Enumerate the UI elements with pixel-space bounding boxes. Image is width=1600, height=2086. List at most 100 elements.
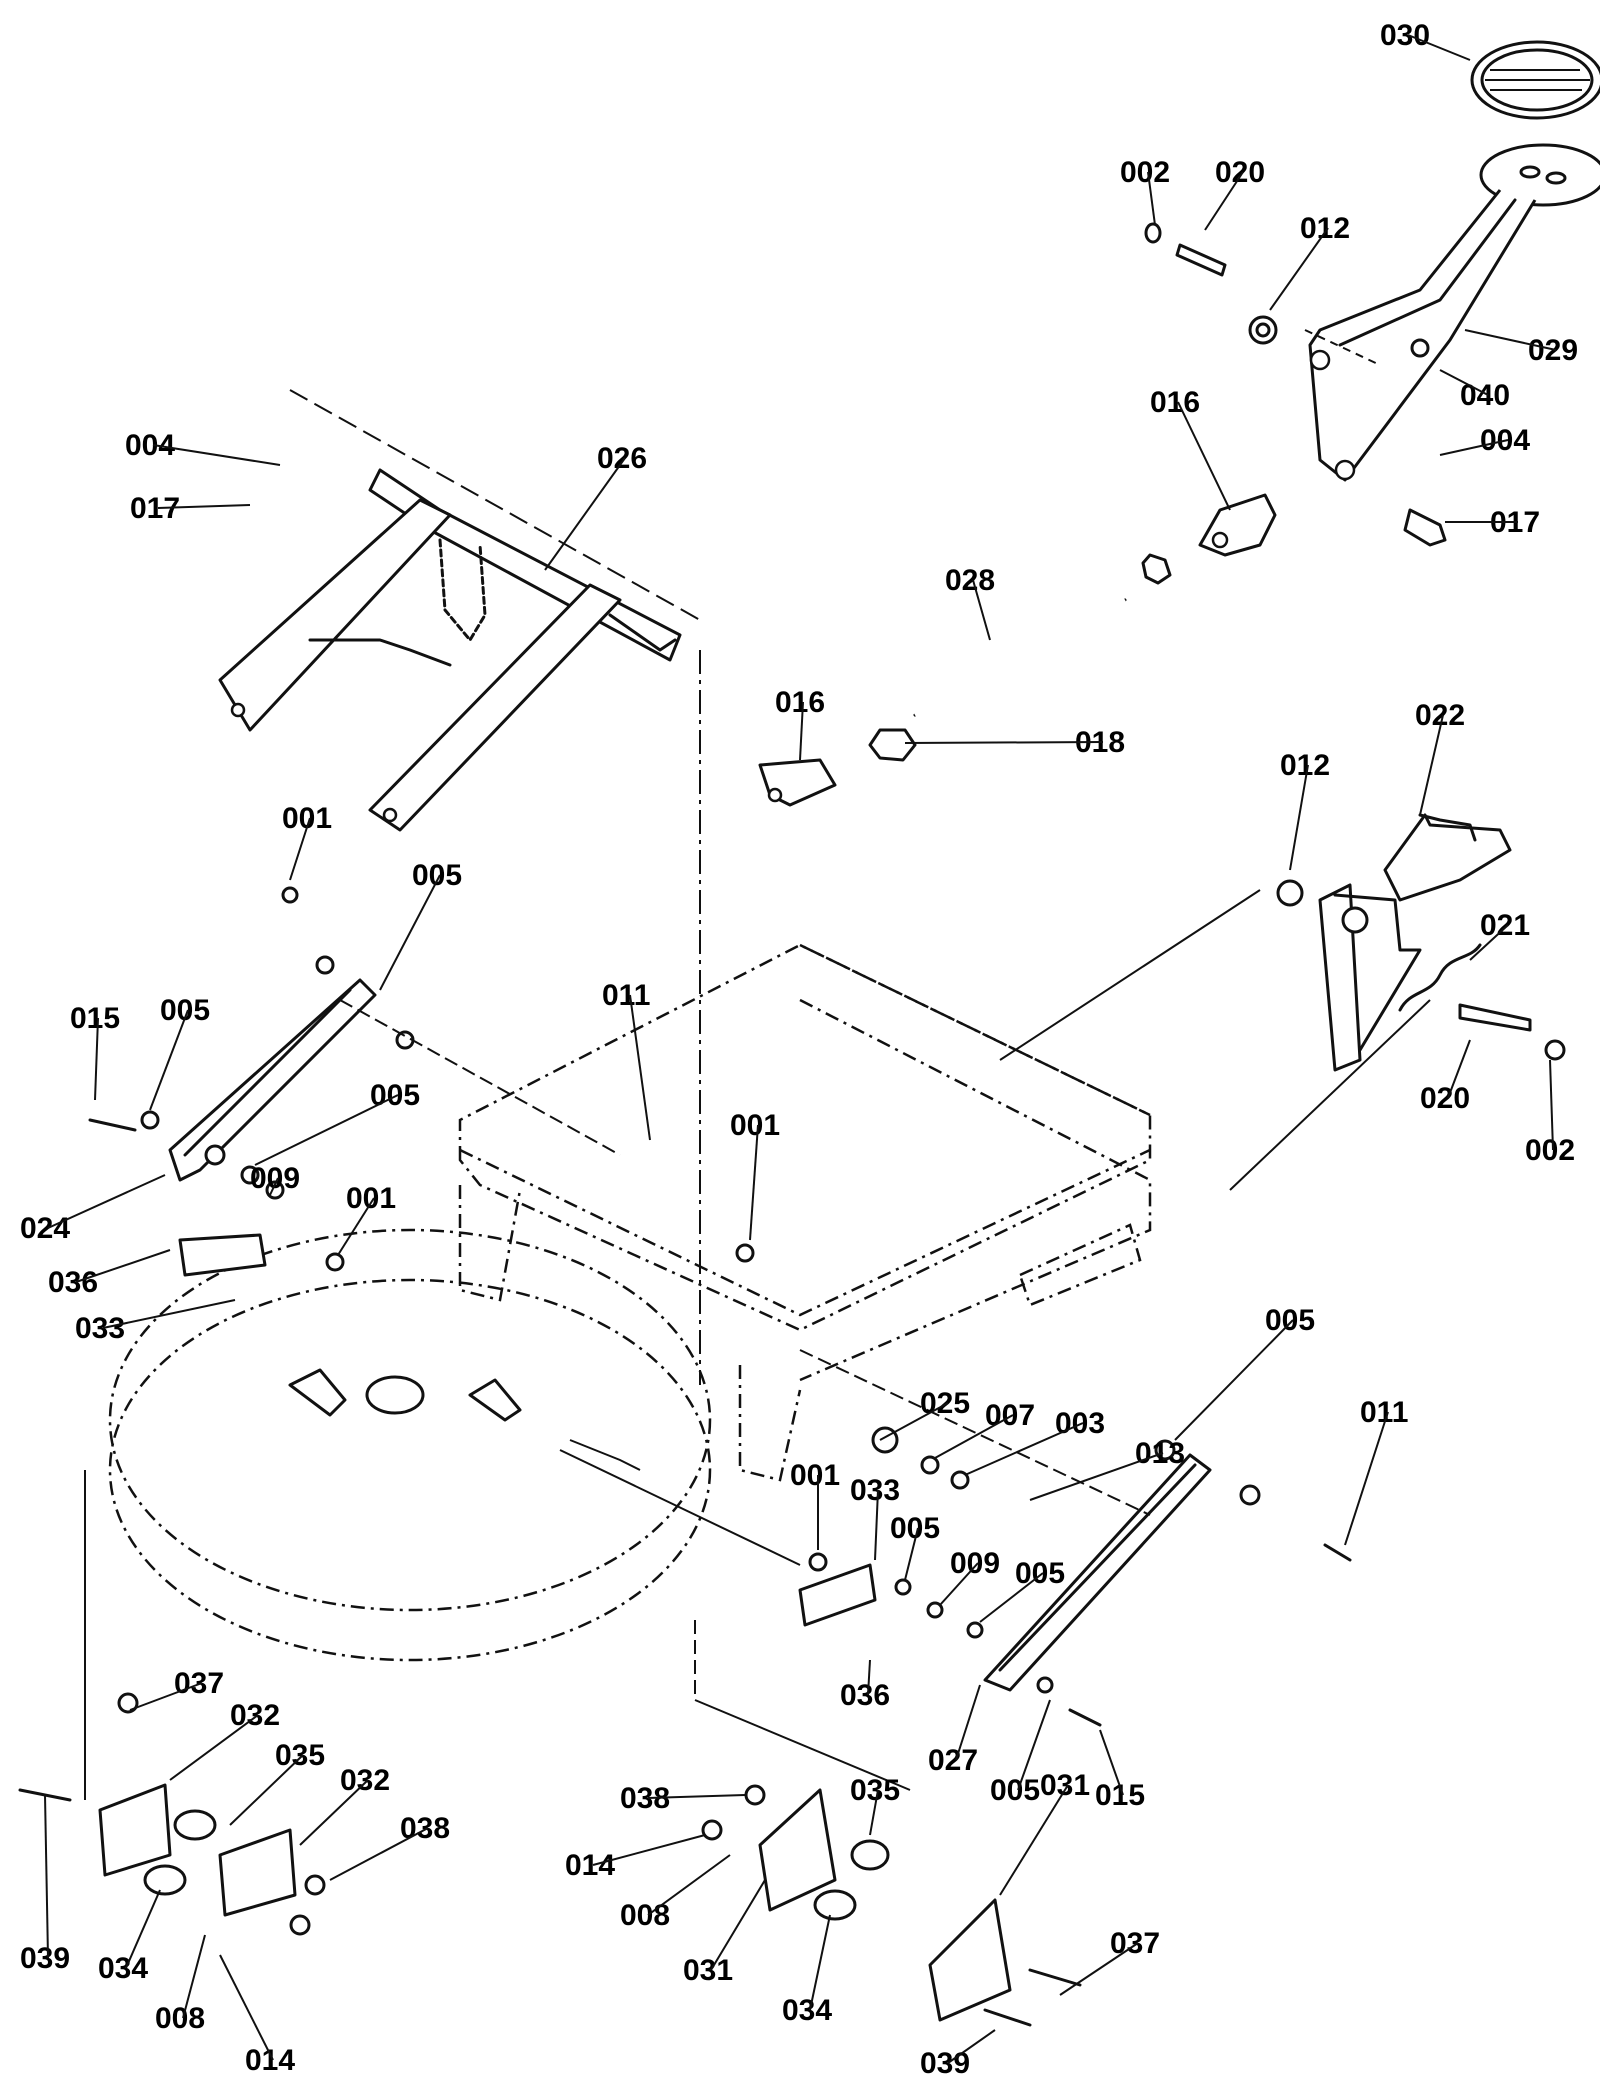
callout-leader bbox=[939, 1562, 979, 1606]
gauge-bracket-left bbox=[18, 1783, 297, 1917]
callout-027: 027 bbox=[928, 1744, 978, 1777]
gauge-bracket-right bbox=[758, 1788, 1082, 2027]
lift-link-left bbox=[168, 978, 377, 1182]
callout-leader bbox=[94, 1017, 99, 1101]
callout-031: 031 bbox=[1040, 1769, 1090, 1802]
callout-002: 002 bbox=[1120, 156, 1170, 189]
callout-leader bbox=[799, 701, 804, 761]
callout-leader bbox=[169, 1714, 259, 1781]
callout-020: 020 bbox=[1420, 1082, 1470, 1115]
callout-leader bbox=[157, 504, 251, 509]
callout-leader bbox=[1407, 34, 1471, 61]
pedal-arm bbox=[1308, 143, 1600, 482]
callout-leader bbox=[869, 1789, 879, 1836]
callout-leader bbox=[710, 1879, 766, 1971]
callout-leader bbox=[289, 817, 311, 881]
callout-leader bbox=[947, 2029, 996, 2064]
callout-032: 032 bbox=[340, 1764, 390, 1797]
callout-leader bbox=[979, 1572, 1044, 1623]
callout-leader bbox=[129, 1682, 203, 1711]
callout-leader bbox=[329, 1827, 429, 1881]
callout-leader bbox=[1419, 714, 1444, 816]
callout-005: 005 bbox=[160, 994, 210, 1027]
callout-leader bbox=[999, 1784, 1069, 1896]
callout-leader bbox=[867, 1659, 871, 1696]
callout-leader bbox=[1469, 924, 1509, 961]
callout-leader bbox=[149, 1009, 189, 1111]
callout-leader bbox=[254, 1094, 399, 1166]
callout-leader bbox=[1439, 369, 1489, 396]
callout-leader bbox=[1177, 401, 1231, 511]
callout-leader bbox=[269, 1177, 279, 1196]
callout-leader bbox=[879, 1402, 949, 1441]
callout-leader bbox=[955, 1684, 981, 1761]
callout-leader bbox=[44, 1794, 49, 1959]
callout-leader bbox=[544, 457, 626, 571]
callout-leader bbox=[1447, 1039, 1471, 1099]
callout-leader bbox=[1174, 1319, 1294, 1441]
callout-001: 001 bbox=[730, 1109, 780, 1142]
lift-link-right bbox=[983, 1453, 1212, 1692]
callout-leader bbox=[1017, 1699, 1051, 1791]
callout-011: 011 bbox=[602, 979, 650, 1012]
callout-014: 014 bbox=[245, 2044, 295, 2077]
callout-008: 008 bbox=[155, 2002, 205, 2035]
callout-005: 005 bbox=[1265, 1304, 1315, 1337]
callout-leader bbox=[229, 1754, 304, 1826]
callout-leader bbox=[1549, 1059, 1554, 1151]
callout-leader bbox=[299, 1779, 369, 1846]
callout-leader bbox=[1029, 1452, 1164, 1501]
callout-036: 036 bbox=[48, 1266, 98, 1299]
callout-leader bbox=[1059, 1942, 1139, 1996]
callout-leader bbox=[934, 1414, 1014, 1459]
callout-leader bbox=[47, 1174, 166, 1229]
callout-leader bbox=[125, 1889, 161, 1969]
callout-001: 001 bbox=[790, 1459, 840, 1492]
callout-009: 009 bbox=[950, 1547, 1000, 1580]
callout-leader bbox=[1204, 171, 1244, 231]
callout-037: 037 bbox=[1110, 1927, 1160, 1960]
callout-016: 016 bbox=[1150, 386, 1200, 419]
callout-005: 005 bbox=[412, 859, 462, 892]
callout-004: 004 bbox=[125, 429, 175, 462]
callout-015: 015 bbox=[70, 1002, 120, 1035]
callout-039: 039 bbox=[20, 1942, 70, 1975]
callout-005: 005 bbox=[1015, 1557, 1065, 1590]
callout-leader bbox=[1344, 1411, 1389, 1546]
brake-arm-assembly bbox=[1276, 813, 1566, 1072]
callout-leader bbox=[904, 741, 1104, 744]
pedal-hardware bbox=[1141, 222, 1447, 585]
callout-leader bbox=[809, 1914, 831, 2011]
rockshaft bbox=[218, 468, 837, 832]
callout-leader bbox=[647, 1854, 731, 1916]
callout-leader bbox=[152, 444, 281, 466]
pedal-pad bbox=[1470, 40, 1600, 120]
callout-016: 016 bbox=[775, 686, 825, 719]
callout-034: 034 bbox=[98, 1952, 148, 1985]
callout-leader bbox=[1289, 764, 1309, 871]
mounting-bracket bbox=[458, 943, 1152, 1482]
callout-leader bbox=[629, 994, 651, 1141]
callout-leader bbox=[874, 1489, 879, 1561]
callout-leader bbox=[1439, 439, 1509, 456]
callout-012: 012 bbox=[1300, 212, 1350, 245]
callout-020: 020 bbox=[1215, 156, 1265, 189]
callout-009: 009 bbox=[250, 1162, 300, 1195]
callout-034: 034 bbox=[782, 1994, 832, 2027]
callout-031: 031 bbox=[683, 1954, 733, 1987]
callout-leader bbox=[904, 1527, 919, 1581]
callout-001: 001 bbox=[346, 1182, 396, 1215]
callout-leader bbox=[1269, 227, 1329, 311]
callout-024: 024 bbox=[20, 1212, 70, 1245]
callout-leader bbox=[1464, 329, 1557, 351]
callout-leader bbox=[749, 1124, 759, 1241]
callout-014: 014 bbox=[565, 1849, 615, 1882]
assembly-lines bbox=[84, 389, 1431, 1800]
callout-029: 029 bbox=[1528, 334, 1578, 367]
callout-leader bbox=[592, 1834, 706, 1866]
callout-leader bbox=[972, 579, 991, 641]
callout-leader bbox=[182, 1934, 206, 2019]
callout-leader bbox=[1099, 1729, 1124, 1796]
